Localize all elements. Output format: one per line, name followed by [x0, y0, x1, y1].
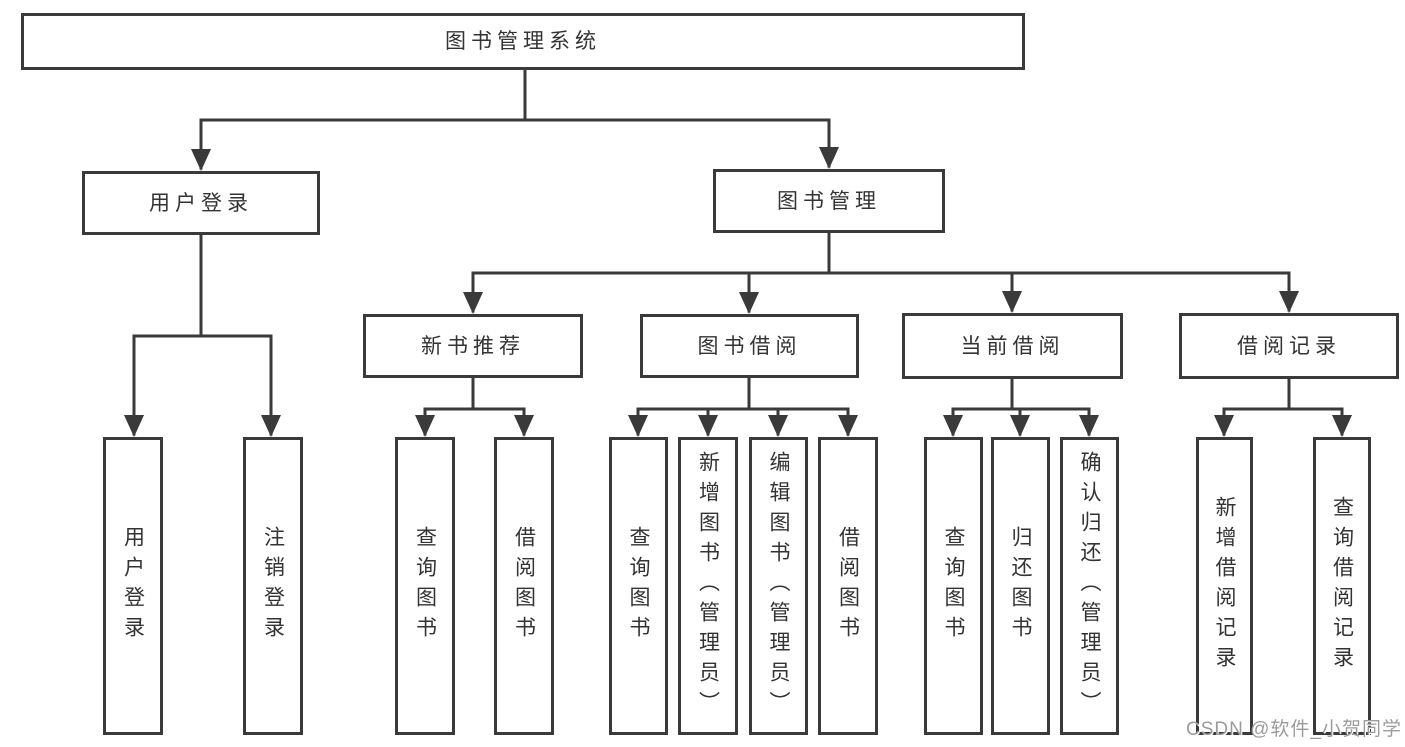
node-new-book-recommendation: 新书推荐: [363, 314, 583, 378]
connector-lines: [132, 68, 1344, 436]
leaf-borrow-books: 借阅图书: [494, 437, 554, 735]
leaf-edit-books-admin: 编辑图书（管理员）: [749, 437, 808, 735]
node-user-login: 用户登录: [82, 171, 320, 235]
node-current-borrowing: 当前借阅: [902, 313, 1123, 379]
leaf-logout: 注销登录: [243, 437, 303, 735]
leaf-return-books: 归还图书: [991, 437, 1050, 735]
node-book-borrowing: 图书借阅: [640, 314, 859, 378]
csdn-watermark: CSDN @软件_小贺同学: [1186, 719, 1402, 740]
leaf-query-books: 查询图书: [395, 437, 455, 735]
leaf-add-books-admin: 新增图书（管理员）: [678, 437, 738, 735]
leaf-query-borrow-record: 查询借阅记录: [1313, 437, 1371, 735]
leaf-borrow-books: 借阅图书: [818, 437, 878, 735]
leaf-user-login: 用户登录: [103, 437, 163, 735]
leaf-query-books: 查询图书: [924, 437, 983, 735]
node-library-management-system: 图书管理系统: [21, 13, 1025, 70]
leaf-query-books: 查询图书: [609, 437, 668, 735]
node-book-management: 图书管理: [713, 169, 945, 233]
node-borrowing-records: 借阅记录: [1179, 313, 1399, 379]
leaf-add-borrow-record: 新增借阅记录: [1196, 437, 1253, 735]
leaf-confirm-return-admin: 确认归还（管理员）: [1060, 437, 1119, 735]
